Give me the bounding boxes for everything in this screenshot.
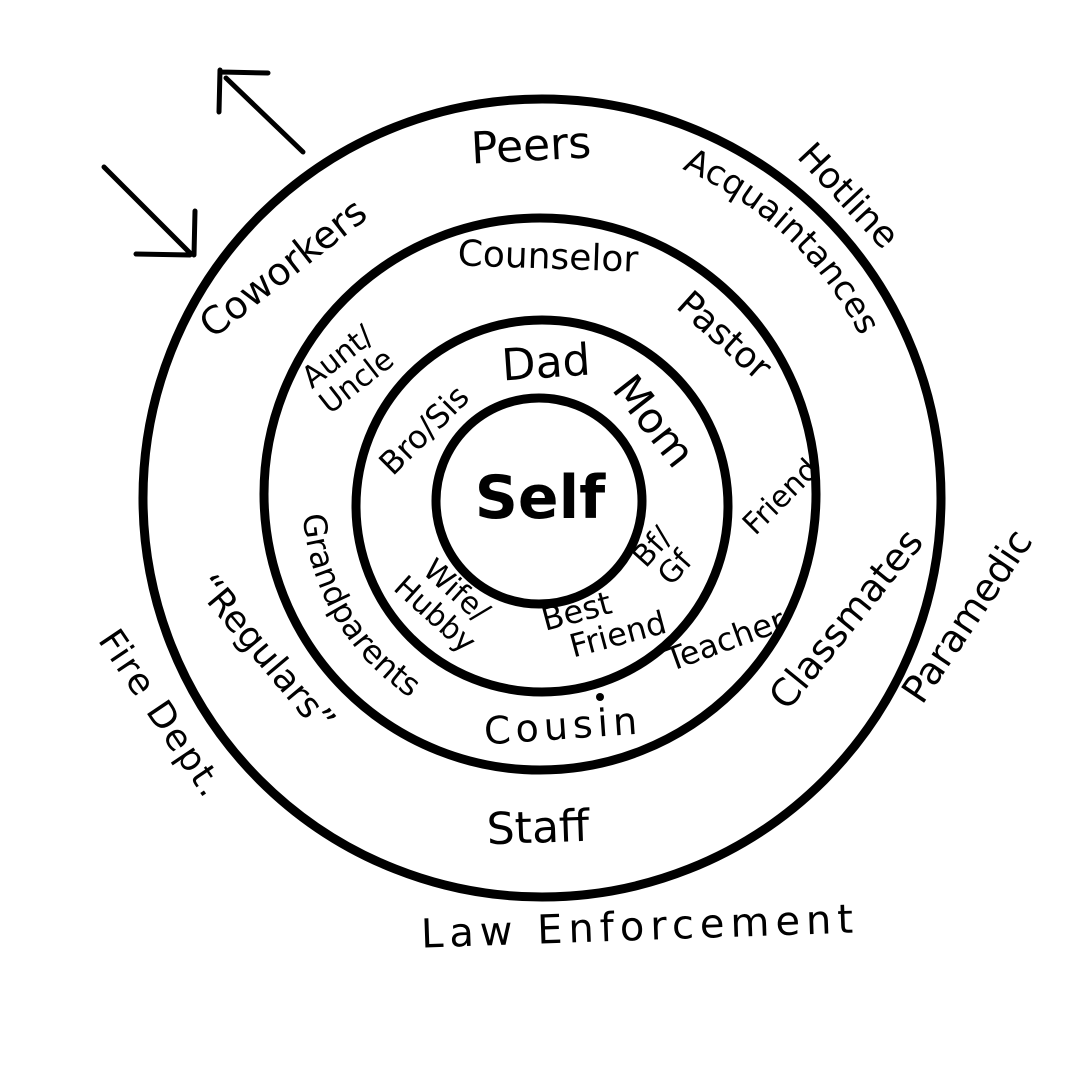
circle-community-ring — [138, 94, 946, 902]
svg-text:Staff: Staff — [486, 801, 592, 856]
label-self: Self — [475, 463, 606, 533]
svg-text:Dad: Dad — [500, 334, 592, 391]
svg-text:Law Enforcement: Law Enforcement — [420, 896, 860, 957]
circle-self — [431, 393, 647, 609]
label-teacher: Teacher — [659, 601, 790, 680]
svg-text:Counselor: Counselor — [457, 233, 639, 280]
label-counselor: Counselor — [457, 233, 639, 280]
svg-text:Cousin: Cousin — [483, 699, 644, 754]
ink-dot — [596, 693, 604, 701]
label-peers: Peers — [470, 117, 593, 174]
label-wife-hubby: Wife/ Hubby — [387, 552, 497, 660]
arrow-inward-icon — [101, 164, 198, 258]
svg-text:Teacher: Teacher — [659, 601, 790, 680]
circle-family-ring — [351, 315, 733, 697]
svg-text:Peers: Peers — [470, 117, 593, 174]
svg-text:Mom: Mom — [603, 365, 705, 476]
circle-acquaintance-ring — [259, 213, 821, 775]
label-staff: Staff — [486, 801, 592, 856]
arrow-outward-icon — [216, 67, 306, 155]
label-dad: Dad — [500, 334, 592, 391]
label-cousin: Cousin — [483, 699, 644, 754]
label-law-enforcement: Law Enforcement — [420, 896, 860, 957]
label-mom: Mom — [603, 365, 705, 476]
